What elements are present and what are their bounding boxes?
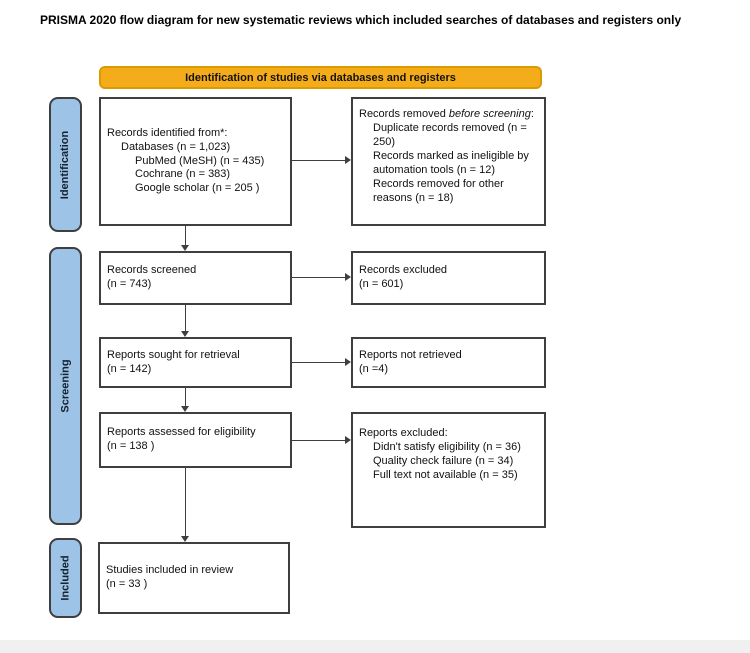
box-reports-excluded: Reports excluded:Didn't satisfy eligibil…: [351, 412, 546, 528]
box-text-line: Quality check failure (n = 34): [373, 454, 514, 467]
identification-banner-label: Identification of studies via databases …: [185, 71, 456, 84]
sidebar-item-screening-label: Screening: [59, 359, 72, 413]
box-text-line: Records excluded: [359, 264, 448, 277]
box-text-line: PubMed (MeSH) (n = 435): [135, 154, 265, 167]
arrow-stem: [185, 388, 186, 407]
box-text-line: Google scholar (n = 205 ): [135, 182, 260, 195]
box-text-line: (n = 142): [107, 362, 152, 375]
arrow-stem: [292, 277, 346, 278]
arrow-stem: [185, 305, 186, 332]
box-text-line: (n = 601): [359, 278, 404, 290]
sidebar-item-identification: Identification: [49, 97, 82, 232]
arrow-head-down-icon: [181, 406, 189, 412]
box-studies-included: Studies included in review(n = 33 ): [98, 542, 290, 614]
arrow-head-right-icon: [345, 358, 351, 366]
identification-banner: Identification of studies via databases …: [99, 66, 542, 89]
arrow-screened-to-sought-icon: [181, 305, 190, 337]
box-text-line: (n = 33 ): [106, 578, 148, 590]
box-text-line: Reports sought for retrieval: [107, 348, 240, 361]
arrow-identified-to-removed-icon: [292, 156, 351, 165]
box-text-line: Full text not available (n = 35): [373, 468, 518, 481]
arrow-stem: [292, 362, 346, 363]
box-reports-assessed: Reports assessed for eligibility(n = 138…: [99, 412, 292, 468]
box-text-line: Reports not retrieved: [359, 348, 462, 361]
arrow-identified-to-screened-icon: [181, 226, 190, 251]
box-records-screened: Records screened(n = 743): [99, 251, 292, 305]
arrow-head-right-icon: [345, 273, 351, 281]
box-text-line: Databases (n = 1,023): [121, 140, 231, 153]
arrow-stem: [185, 226, 186, 246]
box-records-excluded: Records excluded(n = 601): [351, 251, 546, 305]
arrow-screened-to-excluded-icon: [292, 273, 351, 282]
box-text-line: Records removed before screening:: [359, 108, 534, 120]
arrow-head-right-icon: [345, 436, 351, 444]
sidebar-item-included-label: Included: [59, 555, 72, 601]
box-records-removed: Records removed before screening:Duplica…: [351, 97, 546, 226]
box-reports-sought: Reports sought for retrieval(n = 142): [99, 337, 292, 388]
page-title: PRISMA 2020 flow diagram for new systema…: [40, 13, 682, 27]
box-text-line: Reports excluded:: [359, 427, 448, 439]
arrow-stem: [185, 468, 186, 537]
arrow-head-down-icon: [181, 536, 189, 542]
arrow-stem: [292, 440, 346, 441]
arrow-sought-to-not-retrieved-icon: [292, 358, 351, 367]
box-text-line: Records identified from*:: [107, 126, 228, 139]
arrow-sought-to-assessed-icon: [181, 388, 190, 412]
box-text-line: (n = 743): [107, 278, 152, 290]
box-text-line: Records marked as ineligible by automati…: [373, 149, 529, 176]
box-text-line: (n = 138 ): [107, 440, 155, 452]
arrow-stem: [292, 160, 346, 161]
box-text-line: Didn't satisfy eligibility (n = 36): [373, 440, 521, 453]
sidebar-item-screening: Screening: [49, 247, 82, 525]
sidebar-item-included: Included: [49, 538, 82, 618]
sidebar-item-identification-label: Identification: [59, 130, 72, 199]
box-text-line: (n =4): [359, 362, 389, 375]
box-text-line: Records screened: [107, 264, 197, 277]
arrow-head-down-icon: [181, 331, 189, 337]
box-text-line: Studies included in review: [106, 564, 234, 577]
bottom-band: [0, 640, 750, 653]
box-text-line: Reports assessed for eligibility: [107, 426, 256, 439]
box-text-line: Cochrane (n = 383): [135, 168, 231, 181]
arrow-head-right-icon: [345, 156, 351, 164]
arrow-assessed-to-excluded-icon: [292, 436, 351, 445]
box-records-identified: Records identified from*:Databases (n = …: [99, 97, 292, 226]
box-text-line: Records removed for other reasons (n = 1…: [373, 177, 504, 204]
arrow-assessed-to-included-icon: [181, 468, 190, 542]
box-reports-not-retrieved: Reports not retrieved(n =4): [351, 337, 546, 388]
arrow-head-down-icon: [181, 245, 189, 251]
box-text-line: Duplicate records removed (n = 250): [373, 121, 527, 148]
